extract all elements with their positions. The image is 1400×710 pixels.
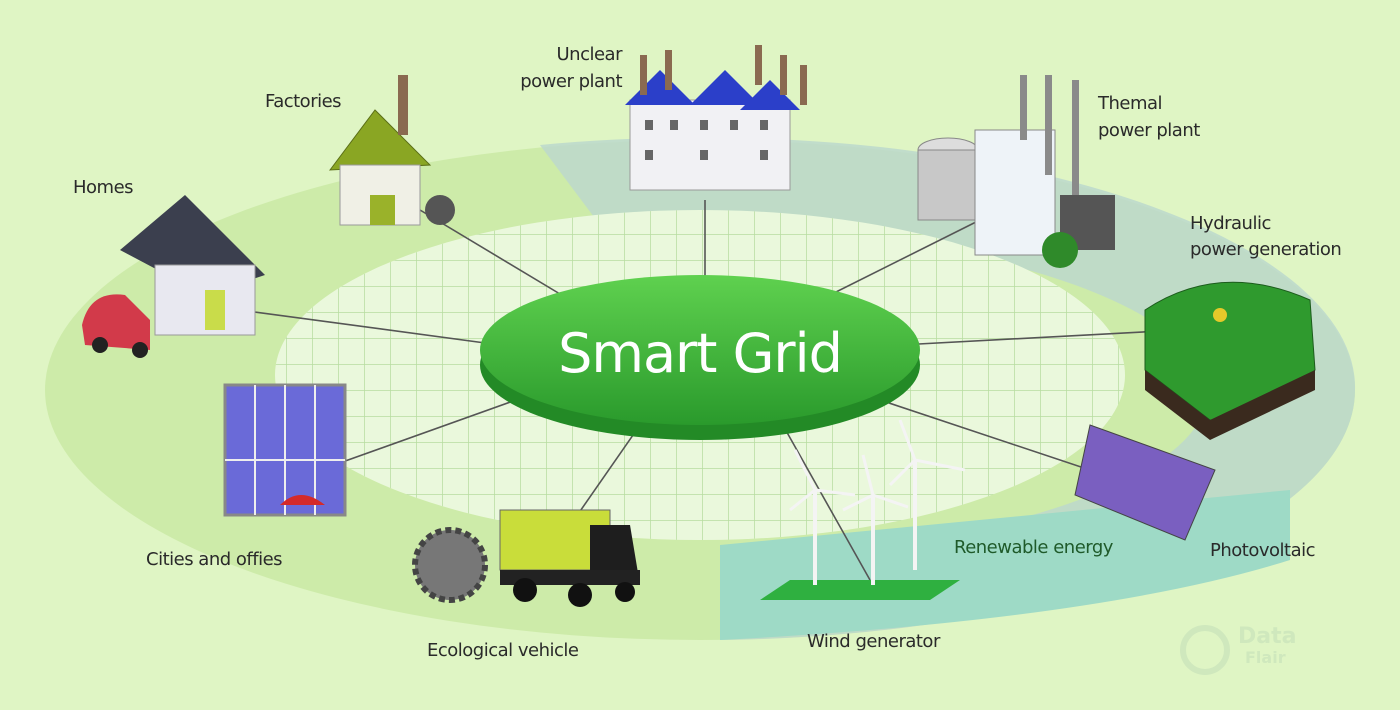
label-homes: Homes <box>73 177 133 198</box>
power-plant-icon <box>625 45 807 191</box>
watermark-logo: Data Flair <box>1180 624 1296 675</box>
label-wind-generator: Wind generator <box>807 631 941 652</box>
factory-icon <box>328 75 455 226</box>
label-photovoltaic: Photovoltaic <box>1210 540 1315 561</box>
wind-turbine-icon <box>760 419 966 600</box>
house-icon <box>82 195 265 358</box>
office-building-icon <box>223 383 347 517</box>
svg-text:Flair: Flair <box>1245 648 1286 667</box>
solar-panel-icon <box>1074 424 1216 541</box>
label-ecological-vehicle: Ecological vehicle <box>427 640 579 661</box>
smart-grid-hub <box>480 275 920 425</box>
label-cities-offices: Cities and offies <box>146 549 282 570</box>
renewable-zone <box>720 490 1290 640</box>
hub-title: Smart Grid <box>558 322 842 385</box>
svg-text:Data: Data <box>1238 624 1296 649</box>
hydraulic-terrain-icon <box>1144 281 1316 440</box>
label-factories: Factories <box>265 91 341 112</box>
thermal-plant-icon <box>917 75 1115 268</box>
truck-icon <box>412 509 640 607</box>
label-renewable-energy: Renewable energy <box>954 537 1114 558</box>
